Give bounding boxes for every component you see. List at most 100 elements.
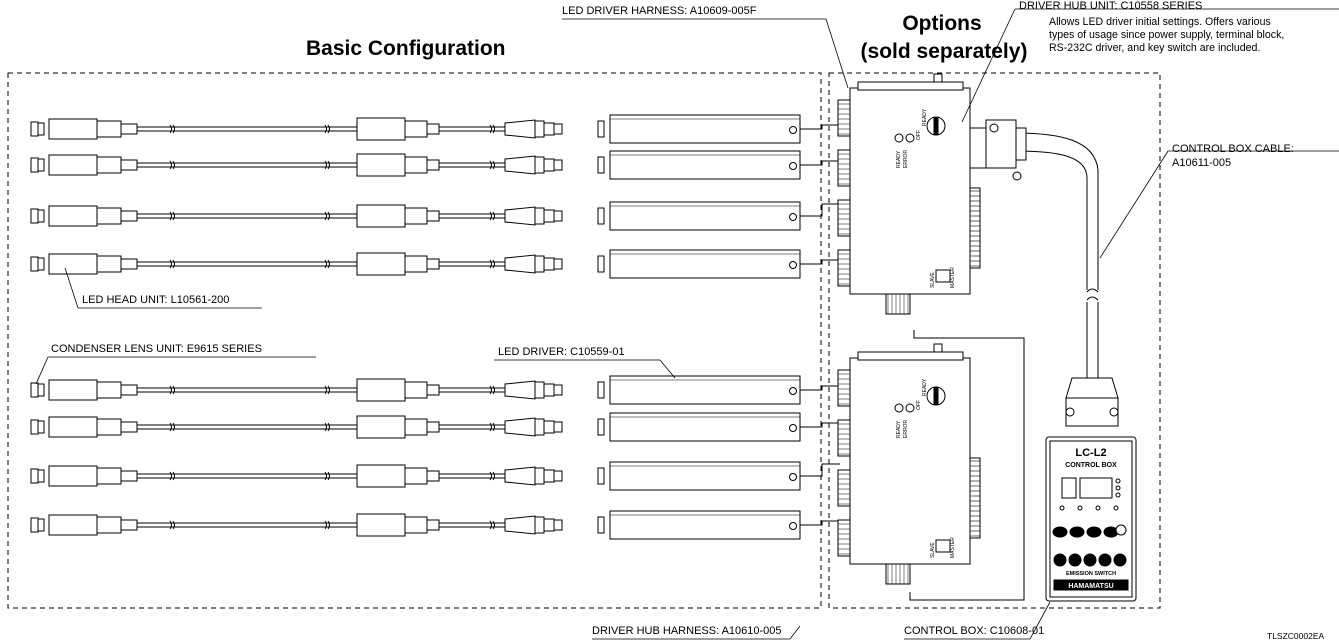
hub-master-text: MASTER — [950, 267, 956, 288]
relay-connector — [356, 204, 406, 228]
led-head — [48, 514, 98, 536]
hub-input-connector — [837, 519, 851, 557]
hub-error-text: ERROR — [903, 150, 909, 168]
driver-harness — [800, 203, 840, 217]
driver-hub-desc-line1: Allows LED driver initial settings. Offe… — [1049, 16, 1271, 28]
led-channel-6 — [30, 412, 840, 442]
hub-ready-led-text: READY — [896, 150, 902, 168]
control-box-cable — [1014, 132, 1099, 290]
screw — [789, 261, 797, 269]
hub-input-connector — [837, 249, 851, 287]
data-display — [1079, 477, 1113, 499]
control-key — [1086, 526, 1102, 538]
control-box-cable-part: A10611-005 — [1172, 157, 1232, 169]
hub-input-connector — [837, 149, 851, 187]
screw — [789, 126, 797, 134]
hub-body — [849, 357, 971, 565]
brand-plate — [1053, 579, 1129, 591]
status-led — [1077, 505, 1083, 511]
cable-plug — [504, 417, 536, 437]
led-head — [48, 379, 98, 401]
ready-led — [894, 133, 904, 143]
emission-switch-text: EMISSION SWITCH — [1066, 571, 1116, 577]
relay-connector — [356, 153, 406, 177]
options-heading: Options — [902, 12, 982, 35]
emission-key — [1113, 553, 1127, 567]
led-head — [48, 118, 98, 140]
driver-harness — [800, 385, 840, 391]
status-led — [1059, 505, 1065, 511]
control-key — [1069, 526, 1085, 538]
control-box-brand: HAMAMATSU — [1068, 583, 1113, 590]
callout-leader-5 — [1099, 150, 1169, 259]
screw — [789, 424, 797, 432]
led-channel-1 — [30, 114, 840, 144]
led-channel-7 — [30, 461, 840, 491]
relay-connector — [356, 378, 406, 402]
relay-connector — [356, 464, 406, 488]
relay-connector — [356, 415, 406, 439]
condenser-lens — [30, 208, 39, 224]
driver-hub-harness-label: DRIVER HUB HARNESS: A10610-005 — [592, 625, 782, 637]
condenser-lens-label: CONDENSER LENS UNIT: E9615 SERIES — [51, 343, 262, 355]
condenser-lens — [30, 382, 39, 398]
hub-bottom-cable — [885, 563, 911, 585]
condenser-lens — [30, 468, 39, 484]
led-channel-5 — [30, 375, 840, 405]
condenser-lens — [30, 419, 39, 435]
terminal-block — [969, 187, 981, 269]
condenser-lens — [30, 121, 39, 137]
control-box-model: LC-L2 — [1075, 447, 1106, 459]
screw — [789, 522, 797, 530]
hub-master-text: MASTER — [950, 537, 956, 558]
relay-connector — [356, 513, 406, 537]
led-channel-4 — [30, 249, 840, 279]
driver-hub-unit-label: DRIVER HUB UNIT: C10558 SERIES — [1019, 0, 1203, 12]
condenser-lens — [30, 157, 39, 173]
control-box-title: CONTROL BOX — [1065, 462, 1117, 469]
hub-error-text: ERROR — [903, 420, 909, 438]
indicator-led — [1115, 478, 1121, 484]
callout-leader-11 — [592, 625, 801, 640]
cable-plug — [504, 119, 536, 139]
status-led — [1095, 505, 1101, 511]
ch-display — [1061, 477, 1077, 499]
hub-input-connector — [837, 199, 851, 237]
driver-harness — [800, 259, 840, 265]
hub-input-connector — [837, 419, 851, 457]
options-frame — [828, 72, 1161, 609]
hub-ready-text: READY — [922, 378, 928, 396]
hub-input-connector — [837, 369, 851, 407]
led-driver — [609, 201, 801, 231]
driver-harness — [800, 463, 840, 477]
cable-plug — [504, 466, 536, 486]
cable-plug — [504, 155, 536, 175]
hub-slave-text: SLAVE — [930, 272, 936, 288]
error-led — [905, 133, 915, 143]
led-channel-2 — [30, 150, 840, 180]
cable-plug — [504, 206, 536, 226]
ready-led — [894, 403, 904, 413]
options-subheading: (sold separately) — [860, 40, 1028, 63]
driver-hub-harness — [909, 330, 1025, 601]
key-switch-cb — [1115, 524, 1127, 536]
led-head — [48, 416, 98, 438]
led-head — [48, 253, 98, 275]
relay-connector — [356, 252, 406, 276]
terminal-block — [969, 457, 981, 539]
dip-switch — [935, 269, 951, 283]
led-driver — [609, 114, 801, 144]
led-head-unit-label: LED HEAD UNIT: L10561-200 — [82, 294, 230, 306]
callout-leader-7 — [64, 267, 79, 309]
indicator-led — [1115, 492, 1121, 498]
driver-harness — [800, 124, 840, 130]
hub-body — [849, 87, 971, 295]
cable-plug — [504, 380, 536, 400]
hub-ready-text: READY — [922, 108, 928, 126]
status-led — [1113, 505, 1119, 511]
control-box-label: CONTROL BOX: C10608-01 — [904, 625, 1045, 637]
screw — [789, 473, 797, 481]
cable-plug — [504, 515, 536, 535]
